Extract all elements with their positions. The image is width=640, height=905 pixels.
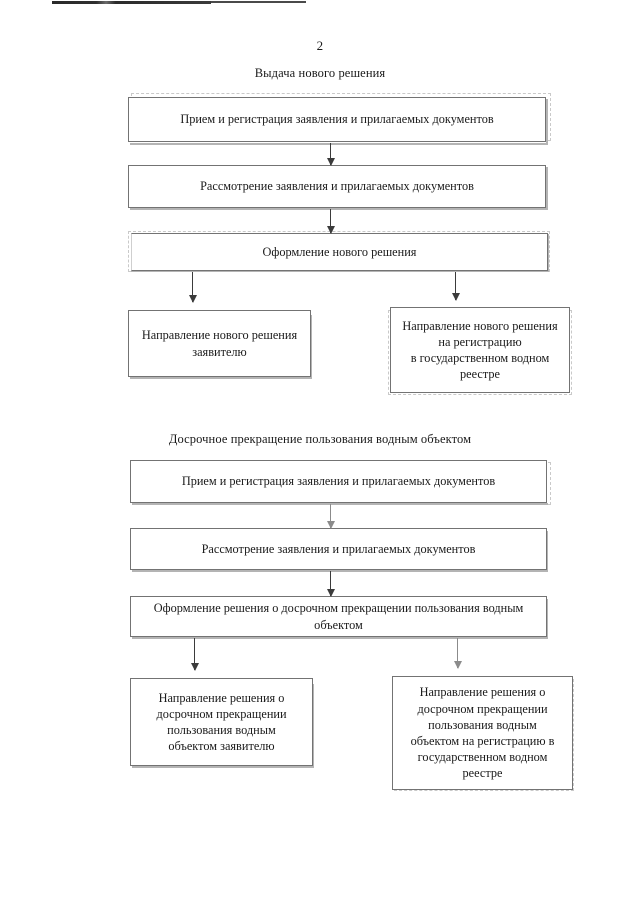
flow-box-label: Направление решения о досрочном прекраще… [156,690,287,754]
flow-box-label: Направление нового решения заявителю [141,328,298,359]
section-title-early-termination: Досрочное прекращение пользования водным… [168,432,472,446]
flow-box-s1-intake[interactable]: Прием и регистрация заявления и прилагае… [128,97,546,142]
connector-c4-arrow [451,272,460,301]
smudge-s2-issue-right [546,599,548,638]
smudge-s2-intake-bottom [132,503,548,505]
connector-c1-arrow [326,143,335,166]
smudge-s2-send-applicant-right [312,684,314,767]
flow-box-label: Оформление решения о досрочном прекращен… [153,601,524,632]
scan-artifact-bar [52,1,211,4]
scan-artifact-bar-secondary [211,1,306,3]
smudge-s1-review-right [546,167,548,209]
flow-box-s1-send-registry[interactable]: Направление нового решения на регистраци… [390,307,570,393]
smudge-s1-send-applicant-bottom [130,377,312,379]
flow-box-label: Рассмотрение заявления и прилагаемых док… [201,541,476,556]
flow-box-label: Направление решения о досрочном прекраще… [410,685,555,781]
flow-box-s2-review[interactable]: Рассмотрение заявления и прилагаемых док… [130,528,547,570]
flow-box-label: Прием и регистрация заявления и прилагае… [180,112,494,127]
connector-c3-arrow [188,272,197,303]
connector-c6-arrow [326,571,335,597]
smudge-s1-intake-right [546,99,548,144]
flow-box-s2-intake[interactable]: Прием и регистрация заявления и прилагае… [130,460,547,503]
flow-box-s1-issue[interactable]: Оформление нового решения [131,233,548,271]
connector-c7-arrow [190,638,199,671]
smudge-s2-review-bottom [132,570,548,572]
connector-c2-arrow [326,209,335,234]
smudge-s1-intake-bottom [130,143,548,145]
smudge-s1-issue-bottom [131,270,549,272]
page-number: 2 [316,38,324,53]
section-title-new-decision: Выдача нового решения [254,66,386,80]
flow-box-s2-send-applicant[interactable]: Направление решения о досрочном прекраще… [130,678,313,766]
smudge-s2-send-applicant-bottom [132,766,314,768]
smudge-s2-review-right [546,531,548,571]
flow-box-s2-send-registry[interactable]: Направление решения о досрочном прекраще… [392,676,573,790]
flow-box-label: Рассмотрение заявления и прилагаемых док… [200,179,474,194]
flow-box-s1-send-applicant[interactable]: Направление нового решения заявителю [128,310,311,377]
smudge-s1-issue-right [547,234,549,272]
connector-c8-arrow [453,638,462,669]
connector-c5-arrow [326,504,335,529]
smudge-s2-issue-bottom [132,637,548,639]
smudge-s1-review-bottom [130,208,548,210]
flow-box-label: Направление нового решения на регистраци… [402,318,558,382]
flow-box-label: Оформление нового решения [262,244,417,259]
flow-box-label: Прием и регистрация заявления и прилагае… [181,474,496,489]
flow-box-s1-review[interactable]: Рассмотрение заявления и прилагаемых док… [128,165,546,208]
flow-box-s2-issue[interactable]: Оформление решения о досрочном прекращен… [130,596,547,637]
smudge-s1-send-applicant-right [310,315,312,378]
